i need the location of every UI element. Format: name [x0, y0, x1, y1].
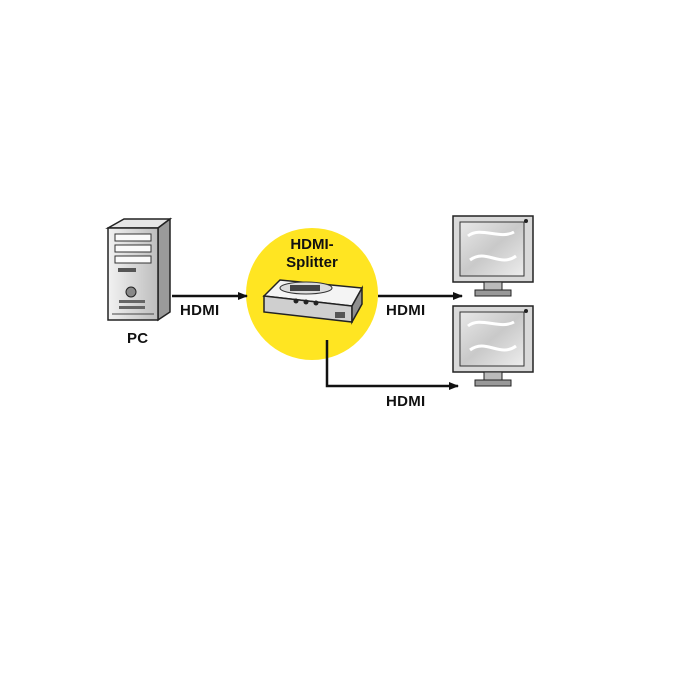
edge-label-splitter-monitor-2: HDMI	[386, 393, 426, 410]
hdmi-splitter-device-icon	[262, 279, 364, 325]
pc-label: PC	[127, 330, 149, 347]
arrow-splitter-to-monitor-2	[325, 340, 459, 390]
splitter-title-line-1: HDMI-	[290, 236, 334, 253]
monitor-icon	[452, 305, 534, 387]
pc-tower-icon	[105, 217, 173, 322]
splitter-title-line-2: Splitter	[286, 254, 338, 271]
splitter-title: HDMI- Splitter	[250, 236, 374, 272]
monitor-icon	[452, 215, 534, 297]
edge-label-pc-splitter: HDMI	[180, 302, 220, 319]
edge-label-splitter-monitor-1: HDMI	[386, 302, 426, 319]
